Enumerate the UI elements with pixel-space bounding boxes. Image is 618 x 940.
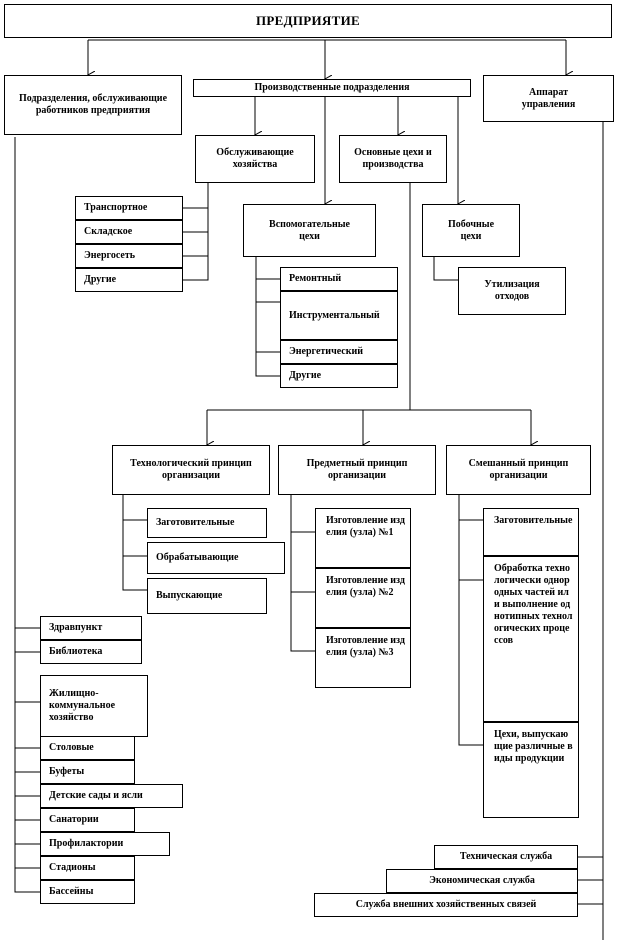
- auxiliary-shops-label: Вспомогательные цехи: [269, 218, 350, 242]
- staff-service-item-label: Детские сады и ясли: [49, 790, 143, 801]
- service-farm-item-label: Транспортное: [84, 202, 148, 213]
- service-farm-item: Энергосеть: [75, 244, 183, 268]
- auxiliary-item-label: Инструментальный: [289, 309, 380, 321]
- staff-service-item-label: Жилищно-коммунальное хозяйство: [49, 688, 116, 723]
- staff-service-item: Жилищно-коммунальное хозяйство: [40, 675, 148, 737]
- management-item: Экономическая служба: [386, 869, 578, 893]
- technological-principle-box: Технологический принцип организации: [112, 445, 270, 495]
- service-farm-item-label: Другие: [84, 274, 117, 285]
- auxiliary-item-label: Другие: [289, 370, 322, 381]
- staff-service-item: Стадионы: [40, 856, 135, 880]
- mixed-principle-label: Смешанный принцип организации: [468, 458, 569, 481]
- management-item: Техническая служба: [434, 845, 578, 869]
- main-shops-label: Основные цехи и производства: [354, 147, 432, 170]
- management-item: Служба внешних хозяйственных связей: [314, 893, 578, 917]
- mixed-item-label: Цехи, выпускающие различные виды продукц…: [494, 729, 573, 764]
- management-box: Аппарат управления: [483, 75, 614, 122]
- main-shops-box: Основные цехи и производства: [339, 135, 447, 183]
- staff-services-label: Подразделения, обслуживающие работников …: [18, 93, 168, 116]
- management-item-label: Техническая служба: [459, 851, 553, 862]
- subject-item: Изготовление изделия (узла) №2: [315, 568, 411, 628]
- staff-service-item-label: Стадионы: [49, 862, 96, 873]
- staff-service-item-label: Столовые: [49, 742, 94, 753]
- auxiliary-item-label: Ремонтный: [289, 273, 342, 284]
- service-farm-item: Складское: [75, 220, 183, 244]
- side-item: Утилизация отходов: [458, 267, 566, 315]
- staff-service-item: Санатории: [40, 808, 135, 832]
- enterprise-title: ПРЕДПРИЯТИЕ: [256, 13, 360, 28]
- technological-item-label: Заготовительные: [156, 517, 235, 528]
- service-farms-box: Обслуживающие хозяйства: [195, 135, 315, 183]
- management-item-label: Служба внешних хозяйственных связей: [355, 899, 537, 910]
- production-divisions-label: Производственные подразделения: [254, 82, 410, 93]
- management-label: Аппарат управления: [521, 86, 576, 110]
- side-item-label: Утилизация отходов: [484, 279, 540, 302]
- mixed-principle-box: Смешанный принцип организации: [446, 445, 591, 495]
- auxiliary-shops-box: Вспомогательные цехи: [243, 204, 376, 257]
- subject-item-label: Изготовление изделия (узла) №3: [326, 635, 405, 658]
- subject-item-label: Изготовление изделия (узла) №1: [326, 515, 405, 538]
- technological-item: Заготовительные: [147, 508, 267, 538]
- staff-service-item: Детские сады и ясли: [40, 784, 183, 808]
- staff-service-item: Здравпункт: [40, 616, 142, 640]
- staff-service-item: Бассейны: [40, 880, 135, 904]
- service-farms-label: Обслуживающие хозяйства: [216, 147, 294, 170]
- mixed-item-label: Обработка технологически однородных част…: [494, 563, 573, 646]
- subject-item: Изготовление изделия (узла) №3: [315, 628, 411, 688]
- service-farm-item-label: Складское: [84, 226, 133, 237]
- technological-principle-label: Технологический принцип организации: [130, 458, 252, 481]
- auxiliary-item-label: Энергетический: [289, 346, 363, 357]
- subject-item-label: Изготовление изделия (узла) №2: [326, 575, 405, 598]
- side-shops-box: Побочные цехи: [422, 204, 520, 257]
- auxiliary-item: Энергетический: [280, 340, 398, 364]
- subject-item: Изготовление изделия (узла) №1: [315, 508, 411, 568]
- service-farm-item: Другие: [75, 268, 183, 292]
- staff-services-box: Подразделения, обслуживающие работников …: [4, 75, 182, 135]
- auxiliary-item: Другие: [280, 364, 398, 388]
- technological-item: Обрабатывающие: [147, 542, 285, 574]
- staff-service-item-label: Профилактории: [49, 838, 124, 849]
- staff-service-item: Библиотека: [40, 640, 142, 664]
- technological-item-label: Обрабатывающие: [156, 552, 239, 563]
- side-shops-label: Побочные цехи: [447, 218, 495, 242]
- staff-service-item: Столовые: [40, 736, 135, 760]
- mixed-item: Цехи, выпускающие различные виды продукц…: [483, 722, 579, 818]
- staff-service-item: Буфеты: [40, 760, 135, 784]
- auxiliary-item: Инструментальный: [280, 291, 398, 340]
- staff-service-item-label: Буфеты: [49, 766, 85, 777]
- subject-principle-label: Предметный принцип организации: [306, 458, 408, 481]
- staff-service-item: Профилактории: [40, 832, 170, 856]
- enterprise-title-box: ПРЕДПРИЯТИЕ: [4, 4, 612, 38]
- mixed-item-label: Заготовительные: [494, 515, 573, 526]
- staff-service-item-label: Библиотека: [49, 646, 103, 657]
- production-divisions-box: Производственные подразделения: [193, 79, 471, 97]
- staff-service-item-label: Бассейны: [49, 886, 94, 897]
- staff-service-item-label: Санатории: [49, 814, 99, 825]
- service-farm-item: Транспортное: [75, 196, 183, 220]
- mixed-item: Обработка технологически однородных част…: [483, 556, 579, 722]
- mixed-item: Заготовительные: [483, 508, 579, 556]
- technological-item-label: Выпускающие: [156, 590, 223, 601]
- service-farm-item-label: Энергосеть: [84, 250, 136, 261]
- subject-principle-box: Предметный принцип организации: [278, 445, 436, 495]
- management-item-label: Экономическая служба: [429, 875, 535, 886]
- staff-service-item-label: Здравпункт: [49, 622, 103, 633]
- technological-item: Выпускающие: [147, 578, 267, 614]
- auxiliary-item: Ремонтный: [280, 267, 398, 291]
